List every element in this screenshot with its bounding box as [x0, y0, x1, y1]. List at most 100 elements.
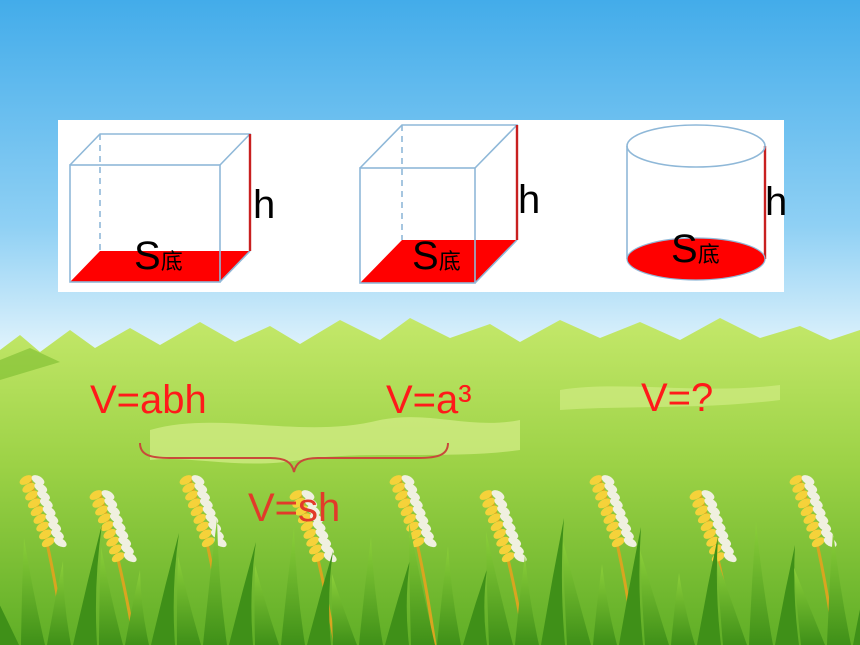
wheat-grain	[41, 537, 55, 548]
wheat-grain	[607, 490, 620, 501]
wheat-grain	[39, 529, 52, 540]
wheat-grain	[487, 513, 501, 524]
wheat-grain	[806, 521, 820, 532]
grass-blade	[281, 528, 305, 645]
wheat-grain	[818, 521, 832, 532]
grass-blade	[203, 519, 227, 645]
wheat-grain	[301, 490, 315, 500]
wheat-grain	[292, 497, 306, 508]
wheat-grain	[800, 506, 814, 517]
wheat-grain	[704, 497, 718, 508]
wheat-grain	[701, 490, 715, 500]
wheat-grain	[513, 552, 527, 563]
wheat-grain	[723, 552, 737, 563]
wheat-grain	[615, 513, 629, 524]
cylinder-figure	[626, 124, 767, 281]
wheat-grain	[397, 498, 411, 509]
wheat-grain	[482, 497, 496, 508]
wheat-grain	[801, 475, 815, 485]
grass-blade	[463, 569, 487, 645]
cuboid-figure	[69, 133, 252, 283]
wheat-grain	[34, 482, 48, 493]
wheat-grain	[185, 490, 198, 501]
cylinder-volume-formula: V=?	[641, 376, 714, 420]
wheat-grain	[205, 513, 219, 524]
wheat-grain	[25, 490, 38, 501]
wheat-grain	[309, 513, 323, 524]
wheat-grain	[48, 521, 62, 532]
wheat-grain	[606, 521, 620, 532]
wheat-grain	[311, 552, 325, 563]
wheat-grain	[306, 536, 320, 547]
grass-blade	[515, 555, 539, 645]
grass-blade	[697, 536, 721, 645]
wheat-grain	[392, 482, 406, 493]
wheat-grain	[190, 506, 204, 517]
wheat-grain	[106, 536, 120, 547]
wheat-grain	[300, 521, 314, 532]
grass-blade	[619, 527, 643, 645]
wheat-grain	[604, 482, 618, 493]
wheat-grain	[479, 490, 493, 500]
grass-blade	[794, 568, 825, 645]
wheat-grain	[109, 544, 122, 555]
wheat-grain	[418, 521, 432, 532]
wheat-grain	[609, 498, 623, 509]
grass-blade	[359, 537, 383, 645]
wheat-grain	[45, 513, 59, 524]
wheat-grain	[389, 475, 403, 485]
wheat-grain	[505, 528, 519, 539]
wheat-grain	[609, 529, 622, 540]
grass-blade	[640, 550, 669, 645]
wheat-grain	[111, 552, 125, 563]
wheat-grain	[53, 537, 67, 548]
wheat-grain	[201, 537, 215, 548]
wheat-grain	[706, 536, 720, 547]
grass-blades	[0, 518, 860, 645]
wheat-grain	[115, 528, 129, 539]
wheat-grain	[202, 506, 216, 517]
wheat-grain	[297, 513, 311, 524]
wheat-grain	[97, 513, 111, 524]
wheat-grain	[315, 528, 329, 539]
wheat-grain	[697, 513, 711, 524]
cuboid-volume-formula: V=abh	[90, 378, 207, 422]
wheat-grain	[191, 475, 205, 485]
wheat-grain	[199, 529, 212, 540]
wheat-grain	[211, 529, 224, 540]
wheat-grain	[589, 475, 603, 485]
curly-brace	[139, 442, 449, 473]
wheat-grain	[179, 475, 193, 485]
wheat-grain	[109, 513, 123, 524]
wheat-grain	[811, 537, 825, 548]
grass-blade	[385, 560, 410, 645]
wheat-grain	[409, 529, 422, 540]
wheat-grain	[304, 497, 318, 508]
wheat-grain	[804, 482, 818, 493]
wheat-grain	[718, 536, 732, 547]
wheat-grain	[37, 490, 50, 501]
wheat-grain	[401, 475, 415, 485]
wheat-grain	[196, 521, 210, 532]
grass-blade	[47, 561, 71, 645]
base-letter: S	[134, 234, 161, 278]
wheat-grain	[499, 513, 513, 524]
wheat-grain	[107, 505, 120, 516]
cuboid-base-label: S底	[134, 236, 183, 276]
wheat-grain	[295, 505, 308, 516]
wheat-grain	[31, 475, 45, 485]
wheat-grain	[19, 475, 33, 485]
wheat-grain	[187, 498, 201, 509]
wheat-grain	[411, 537, 425, 548]
wheat-grain	[193, 513, 207, 524]
grass-field	[0, 318, 860, 645]
cuboid-height-label: h	[253, 183, 276, 227]
wheat-grain	[792, 482, 806, 493]
grass-blade	[541, 518, 565, 645]
cube-height-label: h	[518, 178, 541, 222]
wheat-grain	[123, 552, 137, 563]
wheat-grain	[22, 482, 36, 493]
grass-blade	[486, 532, 513, 645]
grass-blade	[21, 538, 45, 645]
wheat-grain	[404, 482, 418, 493]
